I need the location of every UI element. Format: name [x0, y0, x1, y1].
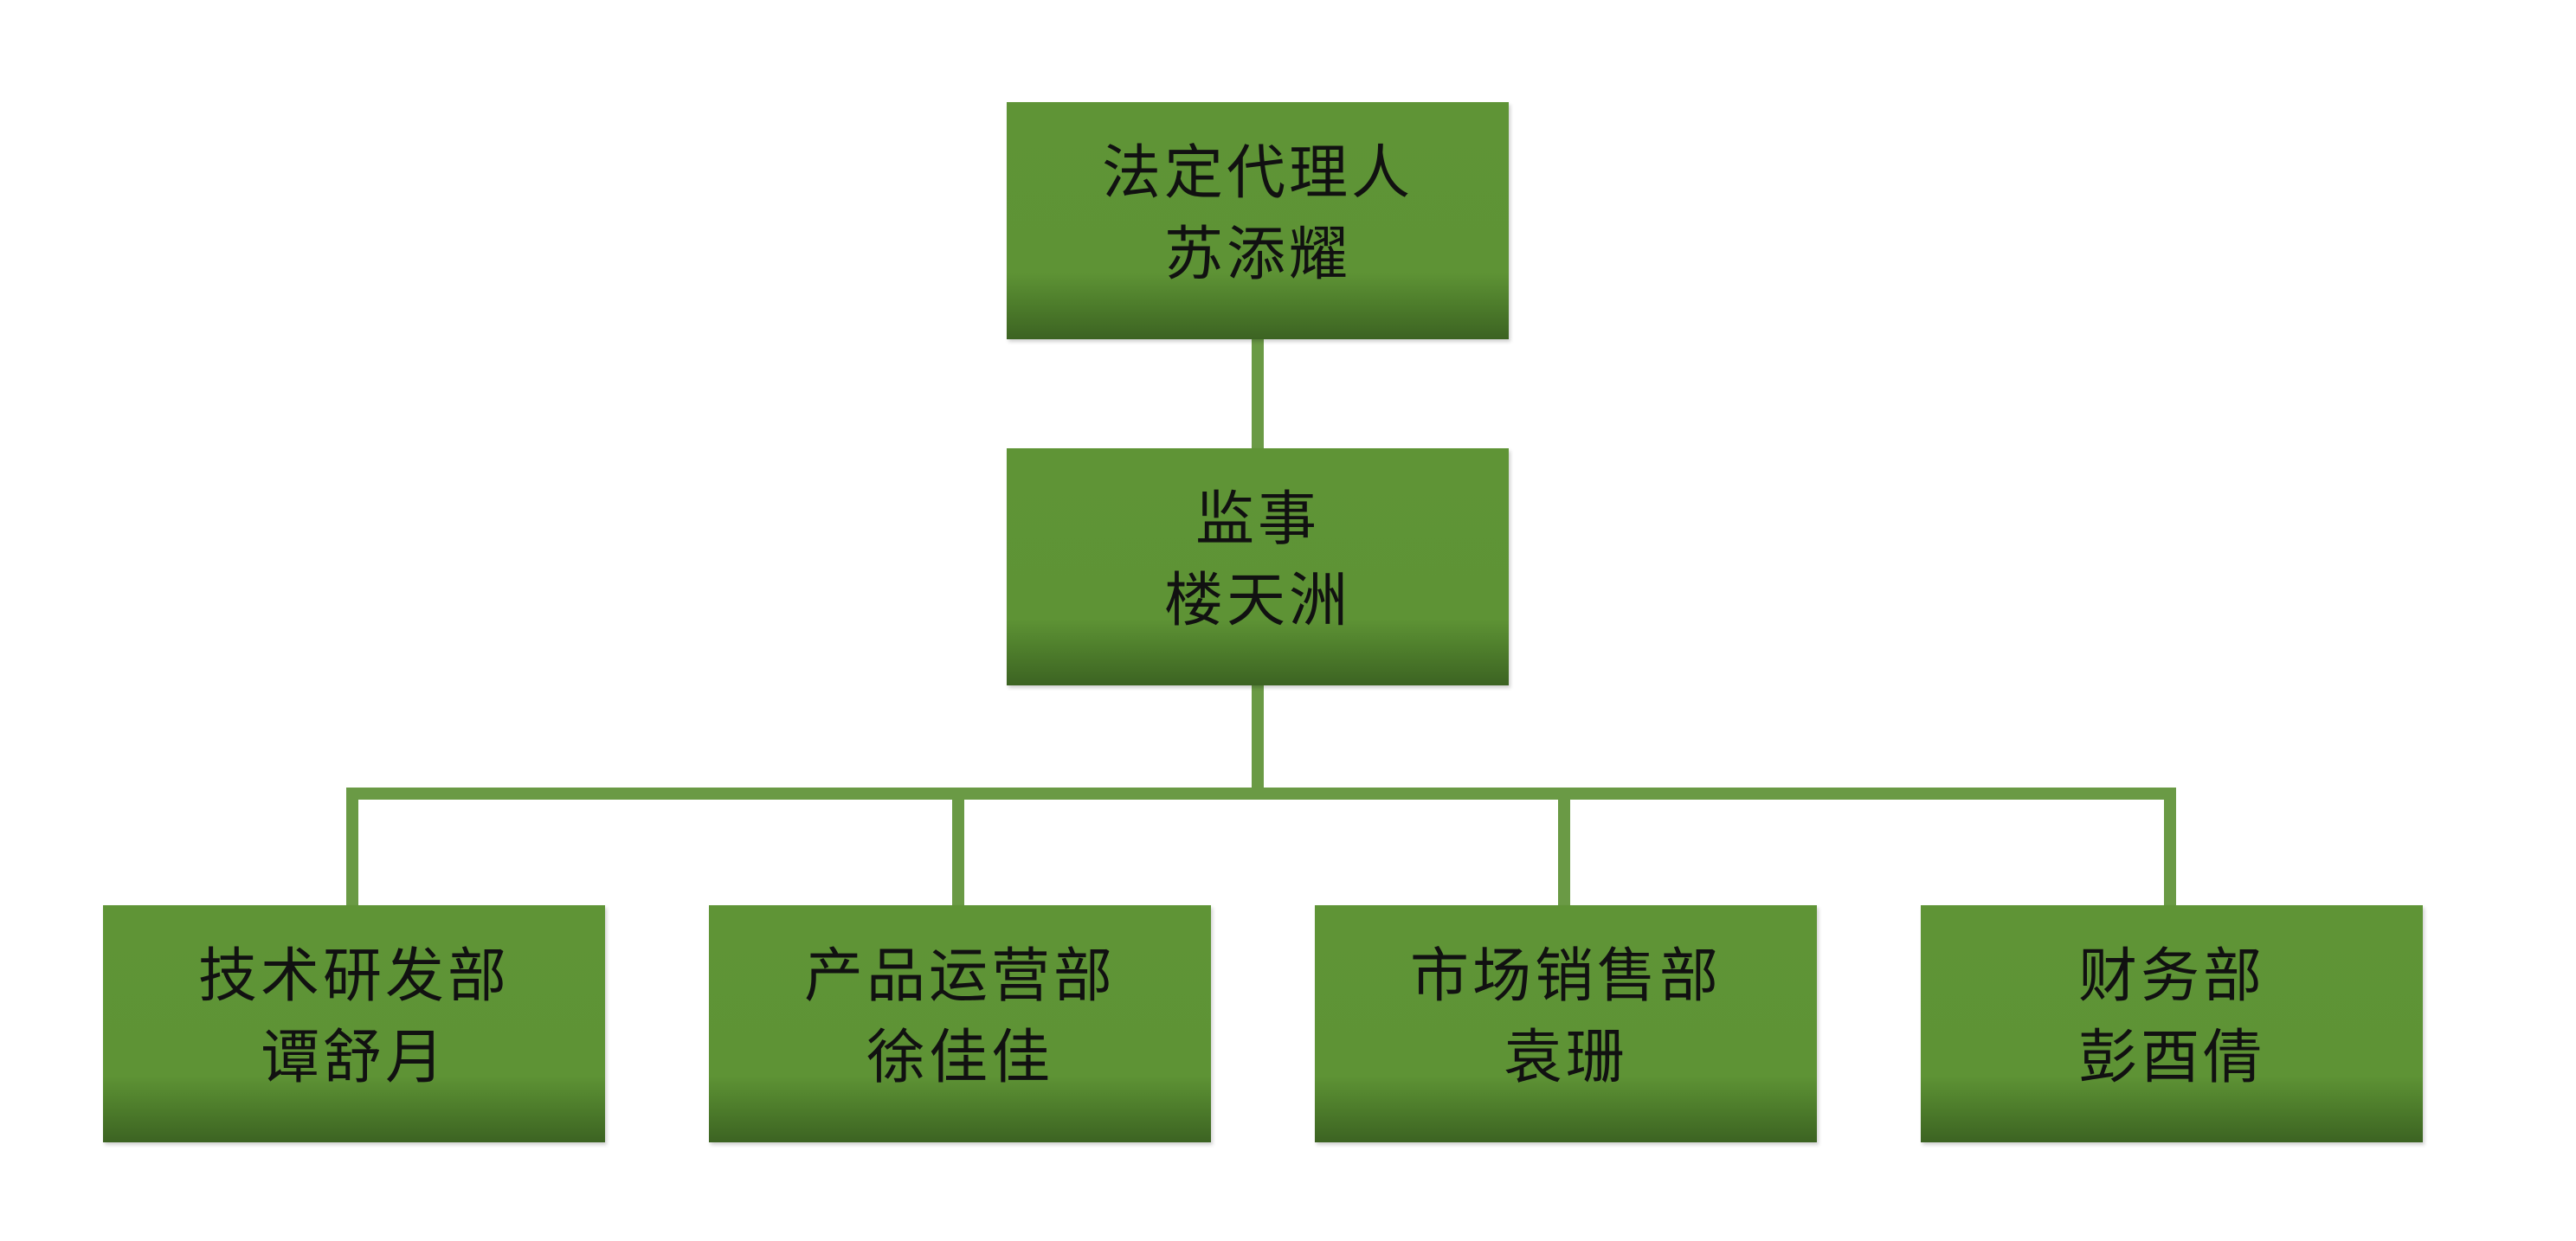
node-department: 产品运营部 徐佳佳	[709, 905, 1211, 1142]
connector-horizontal-bar	[346, 788, 2176, 800]
node-role: 技术研发部	[197, 942, 510, 1011]
node-department: 市场销售部 袁珊	[1315, 905, 1817, 1142]
node-role: 法定代理人	[1101, 139, 1414, 208]
connector-to-dept-3	[1558, 788, 1570, 905]
node-person-name: 谭舒月	[260, 1024, 448, 1092]
node-role: 产品运营部	[803, 942, 1116, 1011]
node-person-name: 楼天洲	[1163, 567, 1351, 635]
node-person-name: 徐佳佳	[866, 1024, 1053, 1092]
connector-legal-to-supervisor	[1252, 339, 1264, 448]
node-legal-representative: 法定代理人 苏添耀	[1007, 102, 1509, 339]
node-person-name: 袁珊	[1503, 1024, 1628, 1092]
node-person-name: 苏添耀	[1163, 221, 1351, 289]
node-role: 监事	[1195, 485, 1320, 554]
node-department: 财务部 彭酉倩	[1921, 905, 2423, 1142]
node-department: 技术研发部 谭舒月	[103, 905, 605, 1142]
connector-to-dept-4	[2164, 788, 2176, 905]
node-role: 市场销售部	[1409, 942, 1722, 1011]
node-role: 财务部	[2077, 942, 2265, 1011]
node-person-name: 彭酉倩	[2077, 1024, 2265, 1092]
connector-to-dept-1	[346, 788, 358, 905]
connector-supervisor-down	[1252, 684, 1264, 794]
node-supervisor: 监事 楼天洲	[1007, 448, 1509, 685]
connector-to-dept-2	[952, 788, 964, 905]
